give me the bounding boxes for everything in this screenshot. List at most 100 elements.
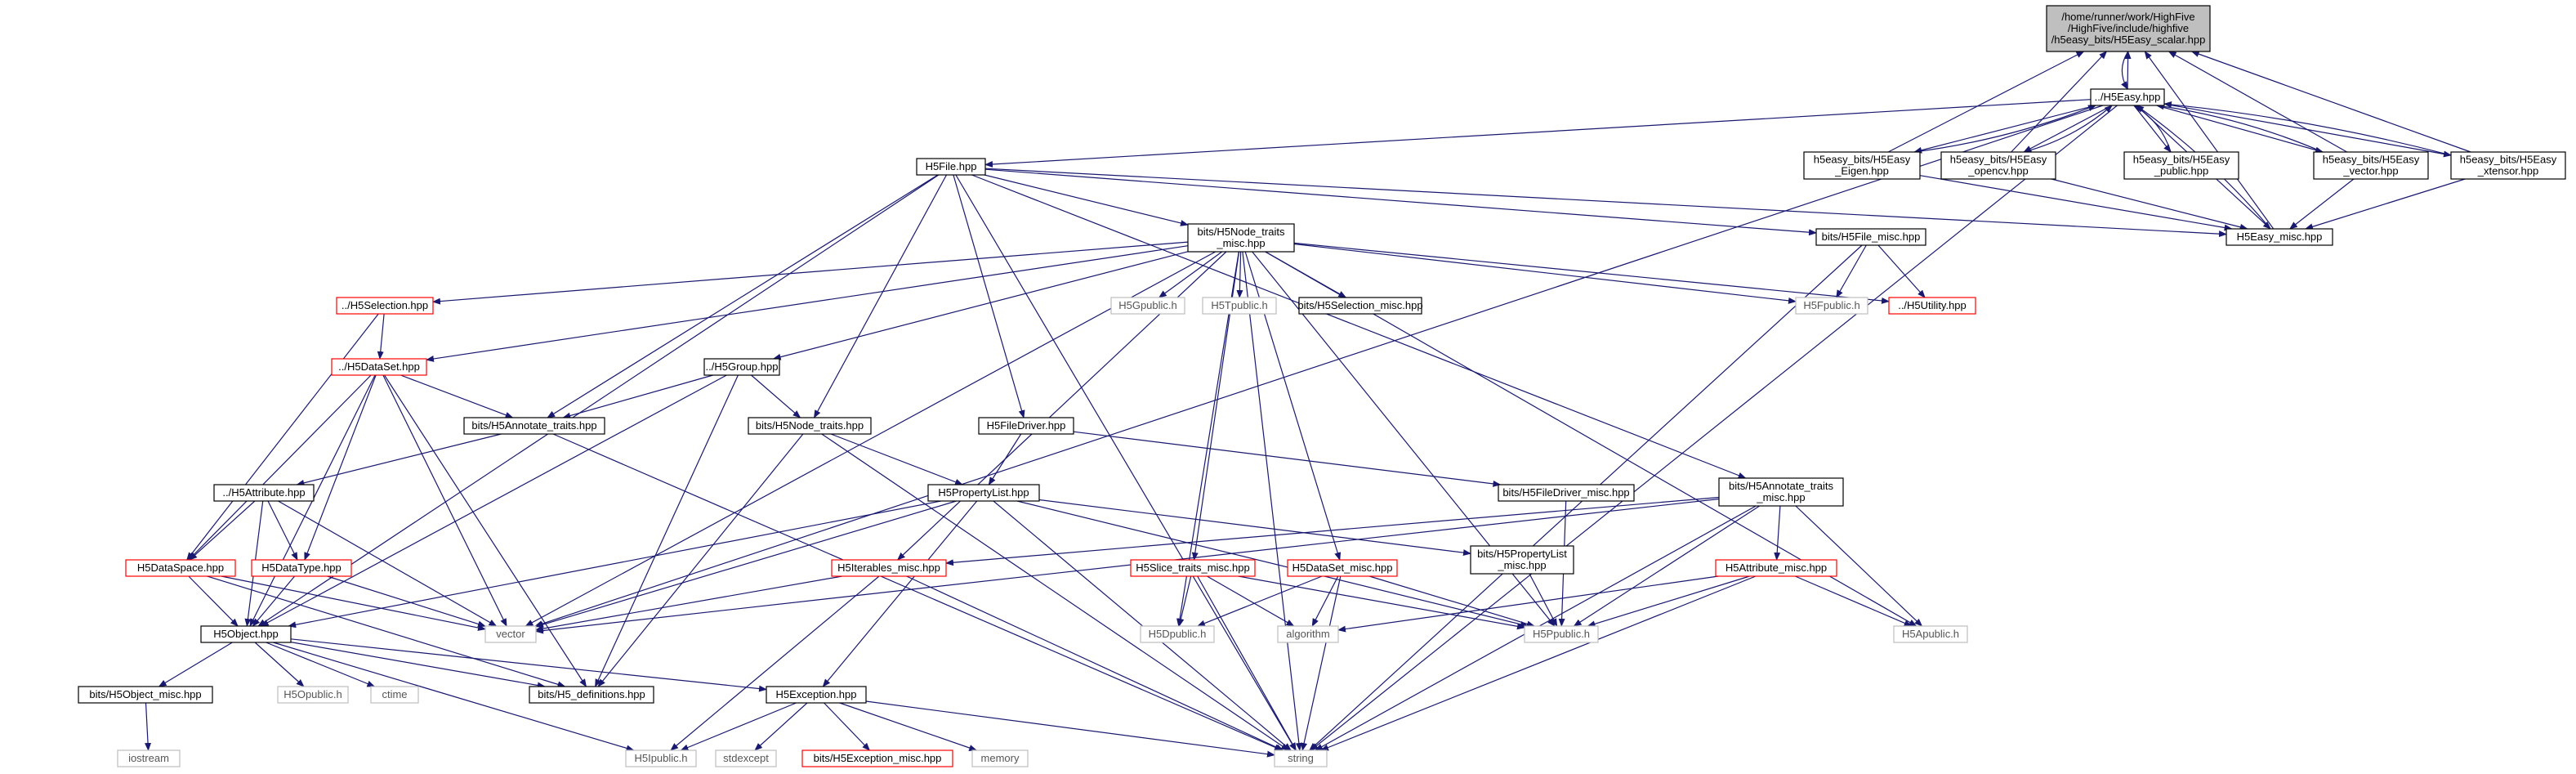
edge-h5easy-to-eigen [1913, 105, 2096, 154]
node-annotatemisc[interactable]: bits/H5Annotate_traits_misc.hpp [1718, 477, 1844, 507]
node-proplistmisc[interactable]: bits/H5PropertyList_misc.hpp [1470, 545, 1574, 575]
node-dataspace[interactable]: H5DataSpace.hpp [125, 559, 236, 577]
node-label-ctime: ctime [382, 688, 407, 700]
node-h5easy[interactable]: ../H5Easy.hpp [2090, 88, 2165, 106]
node-label-vector_h: h5easy_bits/H5Easy [2323, 154, 2420, 166]
node-label-group: ../H5Group.hpp [706, 360, 779, 373]
edge-xtensor-to-root [2190, 51, 2471, 153]
node-algorithm: algorithm [1277, 625, 1339, 643]
node-opencv[interactable]: h5easy_bits/H5Easy_opencv.hpp [1940, 151, 2056, 180]
node-string: string [1274, 749, 1328, 767]
node-box-filedrivermisc [1498, 484, 1635, 502]
node-iterables[interactable]: H5Iterables_misc.hpp [831, 559, 947, 577]
node-filemisc[interactable]: bits/H5File_misc.hpp [1815, 228, 1926, 246]
node-box-datasetmisc [1287, 559, 1398, 577]
node-vector_h[interactable]: h5easy_bits/H5Easy_vector.hpp [2313, 151, 2429, 180]
node-label-ipublic: H5Ipublic.h [634, 752, 687, 764]
edge-datasetmisc-to-string [1301, 575, 1342, 751]
node-attribute[interactable]: ../H5Attribute.hpp [213, 484, 315, 502]
node-dataset[interactable]: ../H5DataSet.hpp [331, 358, 427, 376]
node-dpublic: H5Dpublic.h [1140, 625, 1215, 643]
node-box-fpublic [1795, 297, 1868, 315]
node-box-annotatemisc [1718, 477, 1844, 507]
node-box-slicetraits [1130, 559, 1256, 577]
node-label-selectionmisc: bits/H5Selection_misc.hpp [1297, 299, 1422, 311]
node-label-attribute: ../H5Attribute.hpp [222, 486, 305, 499]
edge-attribute-to-vector [278, 500, 498, 627]
edge-dataset-to-definitions [383, 374, 587, 687]
edge-h5file-to-nodetraitsmisc [984, 174, 1189, 226]
edge-nodetraitsmisc-to-string [1242, 251, 1302, 751]
node-filedrivermisc[interactable]: bits/H5FileDriver_misc.hpp [1498, 484, 1635, 502]
node-label-filedriver: H5FileDriver.hpp [987, 419, 1066, 432]
node-box-h5file [916, 158, 986, 176]
edge-object-to-ipublic [273, 642, 635, 752]
node-fpublic: H5Fpublic.h [1795, 297, 1868, 315]
node-label-dataspace: H5DataSpace.hpp [137, 561, 224, 574]
node-label-utility: ../H5Utility.hpp [1898, 299, 1967, 311]
node-h5file[interactable]: H5File.hpp [916, 158, 986, 176]
edge-proplist-to-vector [535, 500, 957, 628]
node-label-annotate: bits/H5Annotate_traits.hpp [471, 419, 596, 432]
edge-object-to-exception [290, 638, 767, 692]
node-nodetraits[interactable]: bits/H5Node_traits.hpp [748, 417, 872, 435]
edge-vector_h-to-root [2168, 51, 2347, 153]
node-label-public: _public.hpp [2154, 165, 2209, 177]
node-datatype[interactable]: H5DataType.hpp [251, 559, 352, 577]
edge-attribute-to-dataspace [189, 500, 256, 561]
node-objectmisc[interactable]: bits/H5Object_misc.hpp [78, 686, 213, 704]
edge-opencv-to-easymisc [2051, 178, 2248, 230]
edge-selection-to-dataspace [186, 313, 379, 561]
node-label-selection: ../H5Selection.hpp [342, 299, 428, 311]
node-utility[interactable]: ../H5Utility.hpp [1888, 297, 1976, 315]
edge-annotate-to-attribute [296, 433, 502, 486]
node-annotate[interactable]: bits/H5Annotate_traits.hpp [463, 417, 605, 435]
node-selection[interactable]: ../H5Selection.hpp [336, 297, 434, 315]
node-easymisc[interactable]: H5Easy_misc.hpp [2226, 228, 2333, 246]
node-attributemisc[interactable]: H5Attribute_misc.hpp [1715, 559, 1837, 577]
node-label-nodetraitsmisc: bits/H5Node_traits [1198, 226, 1285, 238]
edge-object-to-opublic [254, 642, 305, 687]
node-box-vector [484, 625, 537, 643]
edge-proplistmisc-to-ppublic [1529, 573, 1558, 627]
node-vector: vector [484, 625, 537, 643]
node-exceptionmisc[interactable]: bits/H5Exception_misc.hpp [801, 749, 953, 767]
node-box-objectmisc [78, 686, 213, 704]
node-label-xtensor: _xtensor.hpp [2477, 165, 2538, 177]
node-box-dataspace [125, 559, 236, 577]
node-label-datatype: H5DataType.hpp [261, 561, 342, 574]
node-xtensor[interactable]: h5easy_bits/H5Easy_xtensor.hpp [2450, 151, 2566, 180]
node-filedriver[interactable]: H5FileDriver.hpp [978, 417, 1074, 435]
node-label-fpublic: H5Fpublic.h [1803, 299, 1859, 311]
node-datasetmisc[interactable]: H5DataSet_misc.hpp [1287, 559, 1398, 577]
node-selectionmisc[interactable]: bits/H5Selection_misc.hpp [1297, 297, 1423, 315]
node-label-easymisc: H5Easy_misc.hpp [2237, 230, 2323, 243]
edge-slicetraits-to-string [1197, 575, 1297, 751]
node-slicetraits[interactable]: H5Slice_traits_misc.hpp [1130, 559, 1256, 577]
node-label-nodetraits: bits/H5Node_traits.hpp [756, 419, 864, 432]
node-box-root [2046, 5, 2211, 52]
node-label-nodetraitsmisc: _misc.hpp [1216, 237, 1265, 249]
edge-objectmisc-to-iostream [145, 702, 152, 751]
edge-h5file-to-annotatemisc [971, 174, 1747, 479]
edge-vector_h-to-easymisc [2289, 178, 2355, 230]
node-box-annotate [463, 417, 605, 435]
node-exception[interactable]: H5Exception.hpp [766, 686, 867, 704]
node-definitions[interactable]: bits/H5_definitions.hpp [529, 686, 654, 704]
node-iostream: iostream [117, 749, 181, 767]
node-proplist[interactable]: H5PropertyList.hpp [927, 484, 1040, 502]
node-public[interactable]: h5easy_bits/H5Easy_public.hpp [2123, 151, 2239, 180]
node-label-public: h5easy_bits/H5Easy [2133, 154, 2230, 166]
edge-exception-to-ipublic [680, 702, 797, 751]
node-label-exceptionmisc: bits/H5Exception_misc.hpp [814, 752, 942, 764]
node-eigen[interactable]: h5easy_bits/H5Easy_Eigen.hpp [1803, 151, 1921, 180]
edge-selection-to-dataset [377, 313, 385, 360]
edge-attributemisc-to-apublic [1795, 575, 1913, 627]
edge-filedriver-to-proplist [988, 433, 1022, 485]
node-label-string: string [1288, 752, 1314, 764]
node-root[interactable]: /home/runner/work/HighFive/HighFive/incl… [2046, 5, 2211, 52]
node-group[interactable]: ../H5Group.hpp [703, 358, 780, 376]
node-box-ppublic [1524, 625, 1599, 643]
node-nodetraitsmisc[interactable]: bits/H5Node_traits_misc.hpp [1187, 223, 1295, 253]
node-object[interactable]: H5Object.hpp [200, 625, 292, 643]
